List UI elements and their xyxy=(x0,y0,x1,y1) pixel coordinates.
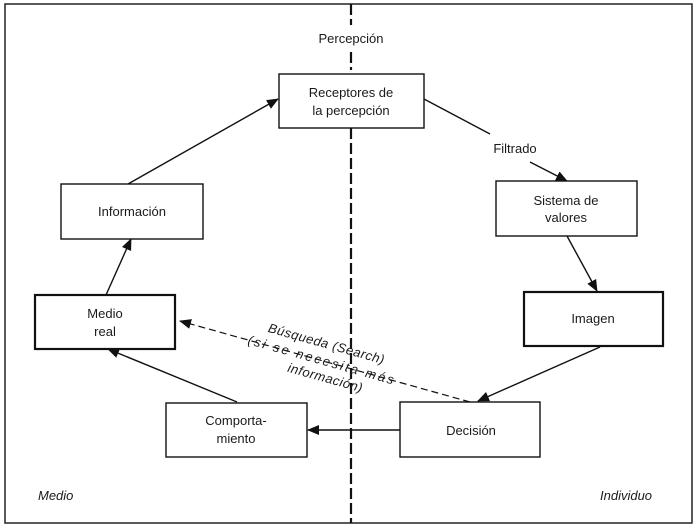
node-imagen-line1: Imagen xyxy=(571,311,614,326)
node-comportamiento-line1: Comporta- xyxy=(205,413,266,428)
arrow-receptores-to-filtrado xyxy=(423,98,491,135)
node-imagen: Imagen xyxy=(522,290,665,348)
arrow-imagen-to-decision xyxy=(477,346,601,402)
node-receptores: Receptores de la percepción xyxy=(278,73,425,129)
node-sistema-line1: Sistema de xyxy=(533,193,598,208)
node-receptores-line2: la percepción xyxy=(312,103,389,118)
node-decision-line1: Decisión xyxy=(446,423,496,438)
node-sistema-valores: Sistema de valores xyxy=(495,180,638,237)
search-note: Búsqueda (Search) (si se necesita más in… xyxy=(246,320,397,395)
filtrado-label: Filtrado xyxy=(493,141,536,156)
node-informacion: Información xyxy=(60,183,204,240)
region-label-medio: Medio xyxy=(38,488,73,503)
arrow-filtrado-to-sistema xyxy=(529,161,568,182)
node-receptores-line1: Receptores de xyxy=(309,85,394,100)
perception-label: Percepción xyxy=(318,31,383,46)
node-medio-real: Medio real xyxy=(33,293,177,351)
node-decision: Decisión xyxy=(399,401,541,458)
arrow-sistema-to-imagen xyxy=(566,235,598,292)
arrow-informacion-to-receptores xyxy=(127,98,279,185)
node-sistema-line2: valores xyxy=(545,210,587,225)
outer-frame xyxy=(4,3,693,524)
node-medio-real-line1: Medio xyxy=(87,306,122,321)
node-comportamiento: Comporta- miento xyxy=(165,402,308,458)
arrow-search-decision-to-medio-real xyxy=(179,319,471,403)
arrow-comportamiento-to-medio-real xyxy=(107,348,238,403)
region-label-individuo: Individuo xyxy=(600,488,652,503)
node-comportamiento-line2: miento xyxy=(216,431,255,446)
node-medio-real-line2: real xyxy=(94,324,116,339)
node-informacion-line1: Información xyxy=(98,204,166,219)
arrow-medio-real-to-informacion xyxy=(105,238,132,296)
